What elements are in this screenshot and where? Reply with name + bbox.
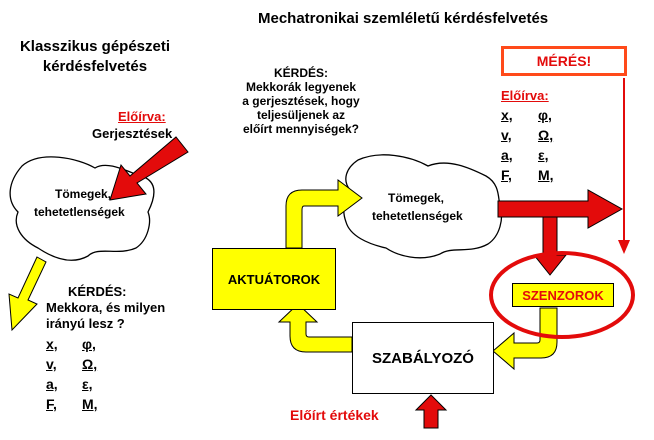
- left-question-label: KÉRDÉS:: [68, 284, 127, 299]
- left-quantity: M,: [82, 396, 98, 412]
- left-quantity: Ω,: [82, 356, 98, 372]
- actuator-arrow-yellow: [285, 179, 363, 249]
- right-question-line4: előírt mennyiségek?: [242, 122, 360, 136]
- controller-box: SZABÁLYOZÓ: [352, 322, 494, 394]
- measurement-arrowhead: [618, 240, 630, 254]
- setpoint-arrow-red: [414, 394, 448, 429]
- output-arrow-red: [497, 189, 624, 229]
- setpoints-label: Előírt értékek: [290, 407, 379, 423]
- right-quantity: a,: [501, 147, 513, 163]
- right-question-line1: Mekkorák legyenek: [245, 80, 357, 94]
- left-title-line2: kérdésfelvetés: [42, 58, 148, 75]
- actuators-box: AKTUÁTOROK: [212, 248, 336, 310]
- sensors-box: SZENZOROK: [512, 283, 614, 307]
- sensor-arrow-red: [532, 216, 568, 276]
- measurement-box: MÉRÉS!: [501, 46, 627, 76]
- left-quantity: ε,: [82, 376, 93, 392]
- left-quantity: v,: [46, 356, 57, 372]
- right-mass-line1: Tömegek,: [388, 191, 445, 205]
- left-question-line2: irányú lesz ?: [46, 316, 125, 331]
- right-quantity: F,: [501, 167, 512, 183]
- left-quantity: x,: [46, 336, 58, 352]
- right-quantity: M,: [538, 167, 554, 183]
- right-mass-line2: tehetetlenségek: [372, 209, 463, 223]
- right-mass-blob: [343, 154, 503, 259]
- sensor-highlight-ellipse: [489, 251, 635, 339]
- left-quantity: F,: [46, 396, 57, 412]
- left-quantity: φ,: [82, 336, 96, 352]
- right-quantity: x,: [501, 107, 513, 123]
- main-title: Mechatronikai szemléletű kérdésfelvetés: [258, 10, 549, 27]
- right-question-label: KÉRDÉS:: [273, 66, 328, 80]
- left-prescribed-label: Előírva:: [118, 109, 166, 124]
- sensor-arrow-yellow: [492, 307, 558, 371]
- left-mass-line2: tehetetlenségek: [34, 205, 125, 219]
- controller-arrow-yellow: [277, 303, 353, 353]
- result-arrow-left: [8, 256, 47, 332]
- left-question-line1: Mekkora, és milyen: [46, 300, 166, 315]
- right-quantity: Ω,: [538, 127, 554, 143]
- left-quantity: a,: [46, 376, 58, 392]
- left-title-line1: Klasszikus gépészeti: [19, 38, 171, 55]
- right-quantity: ε,: [538, 147, 549, 163]
- excitation-arrow-left: [109, 136, 189, 201]
- right-question-line3: teljesüljenek az: [256, 108, 346, 122]
- right-quantity: φ,: [538, 107, 552, 123]
- left-excitations-label: Gerjesztések: [92, 126, 173, 141]
- right-quantity: v,: [501, 127, 512, 143]
- right-prescribed-label: Előírva:: [501, 88, 549, 103]
- left-mass-line1: Tömegek,: [55, 187, 112, 201]
- right-question-line2: a gerjesztések, hogy: [242, 94, 360, 108]
